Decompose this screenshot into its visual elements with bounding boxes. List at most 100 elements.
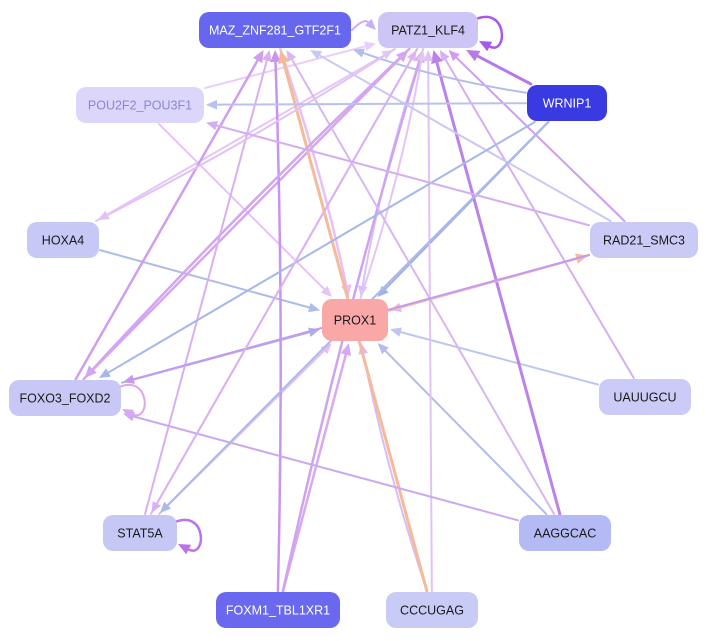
node-label: HOXA4 bbox=[42, 234, 84, 248]
node-UAUUGCU[interactable]: UAUUGCU bbox=[599, 379, 691, 415]
edge-RAD21_SMC3-MAZ_ZNF281_GTF2F1 bbox=[310, 50, 612, 222]
arrowhead-icon bbox=[270, 50, 281, 63]
node-FOXM1_TBL1XR1[interactable]: FOXM1_TBL1XR1 bbox=[216, 592, 340, 628]
arrowhead-icon bbox=[377, 343, 389, 355]
arrowhead-icon bbox=[320, 343, 332, 355]
edge-AAGGCAC-PROX1 bbox=[377, 343, 548, 515]
arrowhead-icon bbox=[340, 343, 351, 356]
edge-WRNIP1-POU2F2_POU3F1 bbox=[206, 99, 527, 110]
node-shape[interactable] bbox=[216, 592, 340, 628]
node-label: FOXO3_FOXD2 bbox=[20, 392, 111, 406]
node-label: POU2F2_POU3F1 bbox=[88, 99, 192, 113]
node-PATZ1_KLF4[interactable]: PATZ1_KLF4 bbox=[378, 12, 478, 48]
node-shape[interactable] bbox=[519, 515, 611, 551]
node-label: FOXM1_TBL1XR1 bbox=[226, 604, 330, 618]
edge-line bbox=[95, 54, 385, 222]
arrowhead-icon bbox=[99, 368, 111, 378]
arrowhead-icon bbox=[123, 374, 135, 384]
arrowhead-icon bbox=[364, 41, 376, 51]
node-shape[interactable] bbox=[386, 592, 478, 628]
edge-HOXA4-PATZ1_KLF4 bbox=[95, 50, 394, 222]
node-POU2F2_POU3F1[interactable]: POU2F2_POU3F1 bbox=[76, 87, 204, 123]
edge-line bbox=[476, 54, 533, 86]
edge-line bbox=[281, 353, 348, 593]
node-shape[interactable] bbox=[103, 515, 177, 551]
node-PROX1[interactable]: PROX1 bbox=[322, 299, 388, 341]
edge-layer bbox=[74, 15, 635, 593]
edge-line bbox=[155, 48, 419, 505]
node-label: STAT5A bbox=[117, 527, 163, 541]
node-shape[interactable] bbox=[199, 12, 351, 48]
node-AAGGCAC[interactable]: AAGGCAC bbox=[519, 515, 611, 551]
edge-RAD21_SMC3-POU2F2_POU3F1 bbox=[206, 120, 590, 227]
edge-line bbox=[359, 59, 423, 299]
node-label: AAGGCAC bbox=[534, 527, 597, 541]
node-shape[interactable] bbox=[378, 12, 478, 48]
node-shape[interactable] bbox=[590, 222, 698, 258]
edge-WRNIP1-PATZ1_KLF4 bbox=[466, 50, 533, 86]
edge-PROX1-PATZ1_KLF4 bbox=[359, 50, 426, 299]
edge-line bbox=[106, 48, 396, 216]
arrowhead-icon bbox=[151, 501, 162, 513]
node-shape[interactable] bbox=[9, 380, 121, 416]
edge-FOXM1_TBL1XR1-PROX1 bbox=[281, 343, 351, 593]
edge-line bbox=[74, 59, 259, 381]
edge-FOXO3_FOXD2-MAZ_ZNF281_GTF2F1 bbox=[74, 50, 264, 381]
edge-line bbox=[99, 249, 311, 309]
arrowhead-icon bbox=[320, 285, 332, 297]
arrowhead-icon bbox=[97, 210, 110, 220]
edge-line bbox=[444, 58, 635, 379]
edge-line bbox=[215, 124, 590, 227]
node-label: PATZ1_KLF4 bbox=[391, 24, 465, 38]
edge-MAZ_ZNF281_GTF2F1-PATZ1_KLF4 bbox=[351, 18, 376, 31]
edge-AAGGCAC-MAZ_ZNF281_GTF2F1 bbox=[286, 50, 556, 515]
edge-line bbox=[107, 121, 536, 374]
edge-PATZ1_KLF4-STAT5A bbox=[151, 48, 419, 513]
node-RAD21_SMC3[interactable]: RAD21_SMC3 bbox=[590, 222, 698, 258]
node-shape[interactable] bbox=[27, 222, 99, 258]
node-FOXO3_FOXD2[interactable]: FOXO3_FOXD2 bbox=[9, 380, 121, 416]
arrowhead-icon bbox=[377, 285, 389, 297]
node-shape[interactable] bbox=[599, 379, 691, 415]
node-HOXA4[interactable]: HOXA4 bbox=[27, 222, 99, 258]
edge-line bbox=[399, 331, 599, 386]
arrowhead-icon bbox=[466, 50, 481, 62]
edge-line bbox=[274, 60, 282, 593]
arrowhead-icon bbox=[262, 50, 272, 62]
edge-CCCUGAG-PATZ1_KLF4 bbox=[423, 50, 434, 592]
edge-line bbox=[351, 20, 370, 31]
node-label: UAUUGCU bbox=[613, 391, 676, 405]
edge-FOXO3_FOXD2-self bbox=[116, 384, 146, 419]
edge-STAT5A-self bbox=[171, 518, 203, 555]
node-shape[interactable] bbox=[322, 299, 388, 341]
arrowhead-icon bbox=[84, 365, 97, 378]
node-STAT5A[interactable]: STAT5A bbox=[103, 515, 177, 551]
edge-line bbox=[91, 47, 411, 371]
edge-line bbox=[82, 57, 402, 381]
node-WRNIP1[interactable]: WRNIP1 bbox=[527, 85, 607, 121]
edge-STAT5A-MAZ_ZNF281_GTF2F1 bbox=[144, 50, 272, 515]
arrowhead-icon bbox=[252, 50, 264, 64]
arrowhead-icon bbox=[310, 50, 323, 60]
node-shape[interactable] bbox=[76, 87, 204, 123]
node-label: CCCUGAG bbox=[400, 604, 464, 618]
arrowhead-icon bbox=[159, 501, 172, 513]
edge-line bbox=[472, 15, 504, 49]
node-shape[interactable] bbox=[527, 85, 607, 121]
node-MAZ_ZNF281_GTF2F1[interactable]: MAZ_ZNF281_GTF2F1 bbox=[199, 12, 351, 48]
edge-line bbox=[158, 123, 326, 291]
arrowhead-icon bbox=[206, 99, 218, 110]
edge-PATZ1_KLF4-self bbox=[472, 15, 504, 52]
edge-line bbox=[171, 518, 203, 552]
edge-line bbox=[384, 349, 548, 515]
node-CCCUGAG[interactable]: CCCUGAG bbox=[386, 592, 478, 628]
edge-UAUUGCU-PROX1 bbox=[390, 327, 599, 386]
edge-PATZ1_KLF4-HOXA4 bbox=[97, 48, 396, 220]
edge-WRNIP1-FOXO3_FOXD2 bbox=[99, 121, 536, 378]
edge-line bbox=[291, 58, 556, 515]
arrowhead-icon bbox=[423, 50, 434, 62]
arrowhead-icon bbox=[353, 48, 365, 58]
